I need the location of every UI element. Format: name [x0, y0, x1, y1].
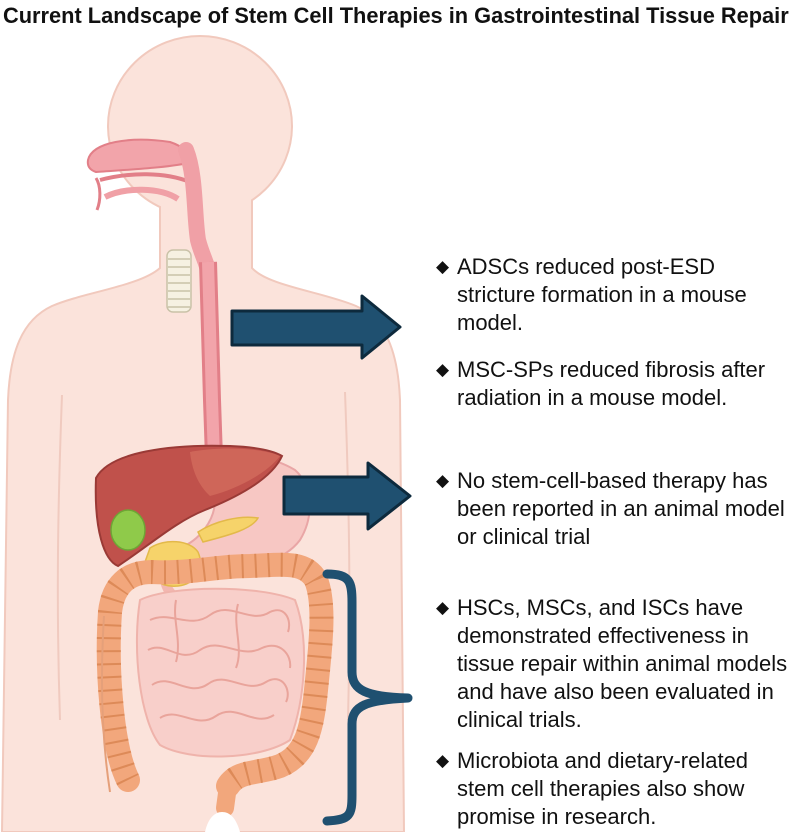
diamond-bullet-icon: ◆: [436, 471, 450, 491]
esophagus: [202, 261, 220, 459]
bullet-item: ◆ MSC-SPs reduced fibrosis after radiati…: [436, 356, 791, 412]
appendix-line: [101, 615, 111, 793]
diamond-bullet-icon: ◆: [436, 257, 450, 277]
stomach-arrow: [282, 461, 412, 531]
bullet-line: tissue repair within animal models: [457, 651, 788, 676]
bullet-line: radiation in a mouse model.: [457, 385, 728, 410]
bullet-item: ◆ ADSCs reduced post-ESD stricture forma…: [436, 253, 791, 337]
bullet-line: stem cell therapies also show: [457, 776, 745, 801]
palate: [99, 172, 191, 184]
pancreas-tail: [197, 516, 260, 543]
left-arm-line: [56, 394, 63, 721]
bullet-line: MSC-SPs reduced fibrosis after: [457, 357, 766, 382]
bullet-line: been reported in an animal model: [457, 496, 785, 521]
esophagus-arrow: [230, 294, 402, 360]
diamond-bullet-icon: ◆: [436, 598, 450, 618]
small-intestine-loops: [147, 599, 292, 722]
figure-title: Current Landscape of Stem Cell Therapies…: [3, 3, 789, 28]
bullet-line: and have also been evaluated in: [457, 679, 774, 704]
tongue: [103, 186, 180, 202]
leg-gap: [205, 812, 240, 832]
intestine-brace: [322, 569, 413, 826]
bullet-line: promise in research.: [457, 804, 657, 829]
gallbladder: [110, 509, 146, 551]
bullet-line: ADSCs reduced post-ESD: [457, 254, 715, 279]
bullet-line: stricture formation in a mouse: [457, 282, 747, 307]
bullet-line: model.: [457, 310, 524, 335]
diamond-bullet-icon: ◆: [436, 751, 450, 771]
small-intestine: [135, 587, 306, 758]
liver-right-lobe: [190, 448, 280, 496]
bullet-line: demonstrated effectiveness in: [457, 623, 749, 648]
bullet-item: ◆ HSCs, MSCs, and ISCs have demonstrated…: [436, 594, 791, 734]
diamond-bullet-icon: ◆: [436, 360, 450, 380]
bullet-item: ◆ Microbiota and dietary-related stem ce…: [436, 747, 791, 831]
trachea: [166, 249, 192, 313]
bullet-line: Microbiota and dietary-related: [457, 748, 749, 773]
bullet-item: ◆ No stem-cell-based therapy has been re…: [436, 467, 791, 551]
bullet-line: HSCs, MSCs, and ISCs have: [457, 595, 744, 620]
bullet-line: or clinical trial: [457, 524, 591, 549]
bullet-line: clinical trials.: [457, 707, 582, 732]
rectum: [216, 777, 237, 817]
lips: [94, 177, 102, 211]
colon: [96, 552, 334, 798]
bullet-line: No stem-cell-based therapy has: [457, 468, 768, 493]
